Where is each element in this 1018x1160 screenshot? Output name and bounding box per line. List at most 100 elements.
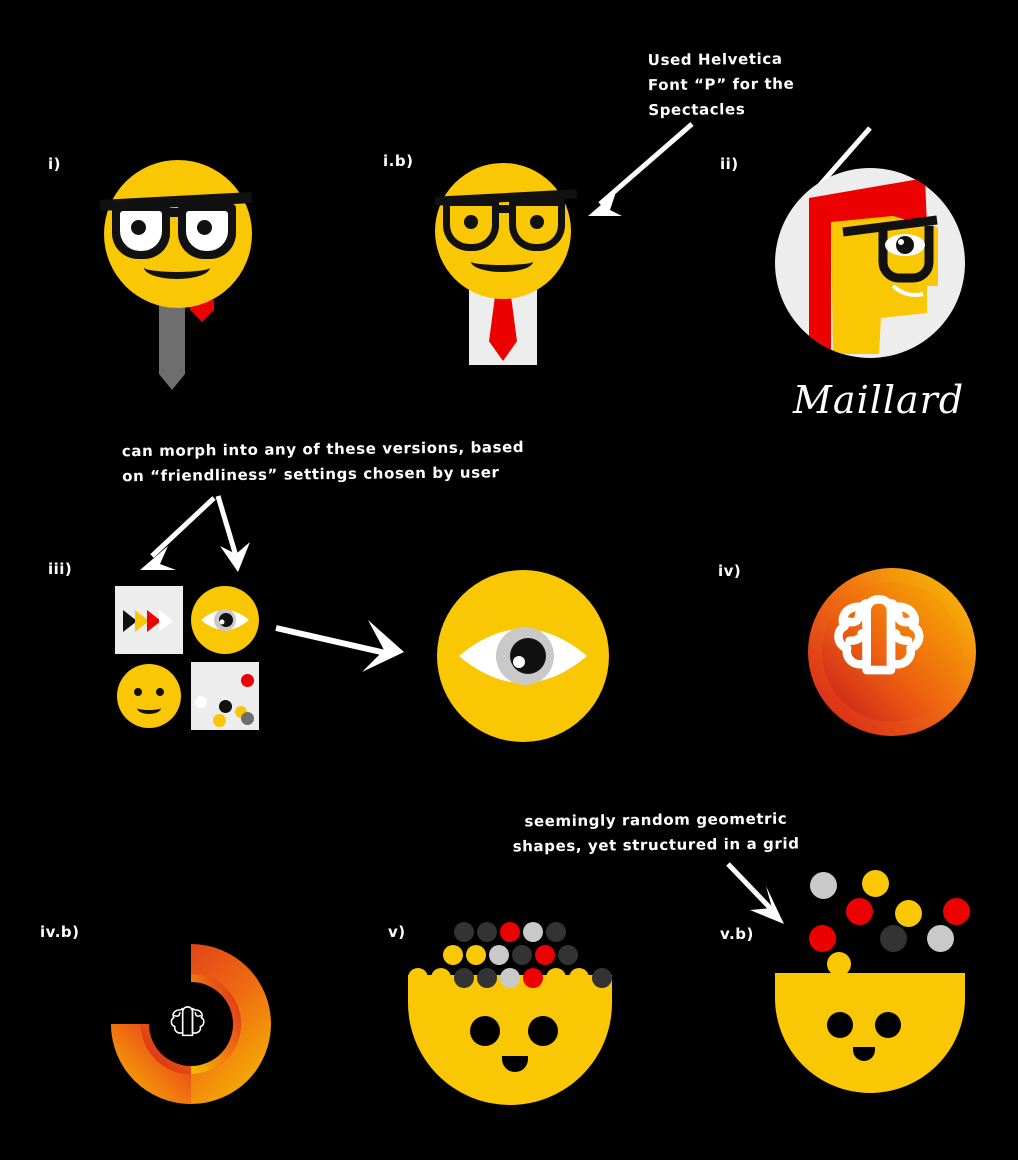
dome-dot bbox=[477, 922, 497, 942]
figure-big-eye-avatar bbox=[437, 570, 609, 742]
figure-nerd-face-with-tie bbox=[96, 160, 256, 390]
spectacles-bridge bbox=[170, 208, 182, 217]
triangle-yellow bbox=[135, 610, 149, 632]
eye-icon bbox=[459, 627, 587, 685]
dome-dot bbox=[477, 968, 497, 988]
figure-label-ivb: iv.b) bbox=[40, 923, 80, 941]
arrow-morph-left bbox=[140, 496, 216, 570]
pupil-right bbox=[530, 215, 544, 229]
triangle-black bbox=[123, 610, 137, 632]
dome-dot bbox=[454, 968, 474, 988]
figure-label-vb: v.b) bbox=[720, 925, 754, 943]
scatter-dot bbox=[810, 872, 837, 899]
figure-morph-variants-grid bbox=[115, 586, 259, 730]
scatter-dot bbox=[943, 898, 970, 925]
grid-cell-eye[interactable] bbox=[191, 586, 259, 654]
scatter-dot bbox=[862, 870, 889, 897]
dome-dot bbox=[546, 968, 566, 988]
figure-label-ib: i.b) bbox=[383, 152, 414, 170]
eye-highlight bbox=[898, 239, 904, 245]
eye-left bbox=[470, 1016, 500, 1046]
brain-rings-art bbox=[111, 944, 271, 1104]
dome-dot bbox=[408, 968, 428, 988]
grid-cell-smiley[interactable] bbox=[115, 662, 183, 730]
dot-yellow-2 bbox=[213, 714, 226, 727]
spectacles-icon bbox=[842, 215, 938, 283]
mouth-smile bbox=[853, 1047, 875, 1061]
ring-outer-lower bbox=[111, 1024, 191, 1104]
arrow-morph-right bbox=[215, 495, 250, 572]
spectacles-bridge bbox=[497, 205, 511, 213]
pupil-left bbox=[464, 215, 478, 229]
pupil bbox=[896, 236, 914, 254]
eye-left bbox=[827, 1012, 853, 1038]
dot-black bbox=[219, 700, 232, 713]
dome-dot bbox=[534, 945, 555, 965]
smile-mouth bbox=[471, 251, 533, 272]
figure-face-with-dot-dome bbox=[408, 920, 612, 1105]
eye-right bbox=[528, 1016, 558, 1046]
figure-profile-head-logo bbox=[775, 168, 965, 358]
dome-dot bbox=[442, 945, 463, 965]
triangle-white bbox=[159, 610, 173, 632]
spectacles-lens-left bbox=[443, 199, 499, 251]
hair-shape bbox=[809, 178, 927, 354]
smile-mouth bbox=[144, 256, 210, 279]
eye-highlight bbox=[513, 656, 525, 668]
spectacles-icon bbox=[431, 189, 581, 255]
scatter-dot bbox=[827, 952, 851, 976]
scatter-dot bbox=[880, 925, 907, 952]
scatter-dot bbox=[927, 925, 954, 952]
annotation-spectacles: Used Helvetica Font “P” for the Spectacl… bbox=[647, 49, 795, 120]
dome-dot bbox=[569, 968, 589, 988]
pupil-left bbox=[131, 220, 146, 235]
figure-nerd-face-with-red-tie bbox=[427, 163, 587, 365]
annotation-geometric: seemingly random geometric shapes, yet s… bbox=[512, 809, 800, 856]
profile-head-art bbox=[809, 178, 938, 354]
arrow-grid-to-eye bbox=[275, 620, 404, 672]
dome-dot bbox=[523, 968, 543, 988]
dot-dome bbox=[408, 920, 612, 988]
dome-dot bbox=[592, 968, 612, 988]
half-face bbox=[408, 975, 612, 1105]
dome-dot bbox=[523, 922, 543, 942]
dome-dot bbox=[431, 968, 451, 988]
brain-icon bbox=[834, 595, 924, 675]
eye-icon bbox=[201, 609, 249, 631]
grid-cell-dots[interactable] bbox=[191, 662, 259, 730]
dome-dot bbox=[546, 922, 566, 942]
pupil bbox=[510, 638, 546, 674]
figure-label-iii: iii) bbox=[48, 560, 73, 578]
spectacles-lens-left bbox=[112, 204, 170, 259]
arrow-to-spectacles-ib bbox=[588, 122, 694, 216]
dome-dot bbox=[511, 945, 532, 965]
pupil-right bbox=[197, 220, 212, 235]
figure-label-i: i) bbox=[48, 155, 61, 173]
triangle-red bbox=[147, 610, 161, 632]
dome-dot bbox=[465, 945, 486, 965]
brain-badge-art bbox=[808, 568, 976, 736]
dot-gray bbox=[241, 712, 254, 725]
scattered-dots bbox=[775, 860, 997, 976]
figure-label-v: v) bbox=[388, 923, 406, 941]
smiley-eye-left bbox=[134, 688, 142, 696]
half-face bbox=[775, 973, 965, 1093]
smiley-circle bbox=[117, 664, 181, 728]
smiley-eye-right bbox=[156, 688, 164, 696]
grid-cell-triangles[interactable] bbox=[115, 586, 183, 654]
smiley-mouth bbox=[137, 702, 161, 714]
scatter-dot bbox=[846, 898, 873, 925]
dome-dot bbox=[500, 968, 520, 988]
signature-maillard: Maillard bbox=[793, 378, 965, 422]
scatter-dot bbox=[809, 925, 836, 952]
dome-dot bbox=[500, 922, 520, 942]
dome-dot bbox=[454, 922, 474, 942]
spectacles-lens-right bbox=[178, 204, 236, 259]
scatter-dot bbox=[895, 900, 922, 927]
ring-center bbox=[149, 982, 233, 1066]
dot-red bbox=[241, 674, 254, 687]
dome-dot bbox=[557, 945, 578, 965]
figure-label-iv: iv) bbox=[718, 562, 742, 580]
annotation-morph: can morph into any of these versions, ba… bbox=[121, 438, 525, 486]
mouth-smile bbox=[502, 1056, 528, 1072]
